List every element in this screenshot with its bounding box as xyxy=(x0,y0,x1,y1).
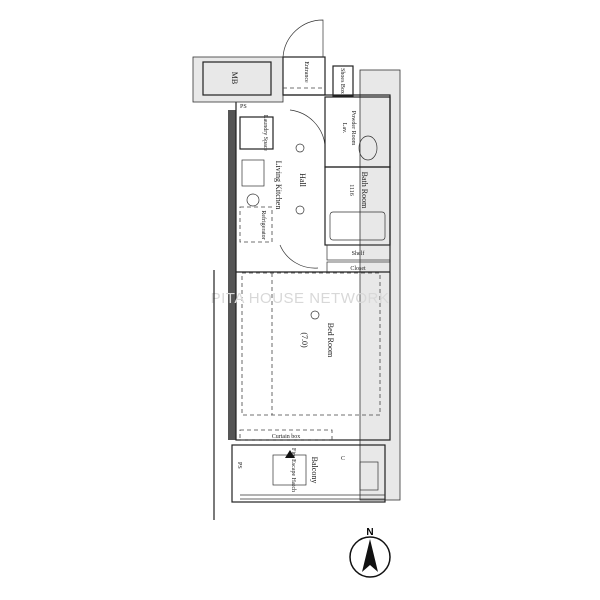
mb-box xyxy=(202,61,272,96)
toilet xyxy=(358,135,378,161)
curtain-box xyxy=(239,429,333,441)
outdoor-unit xyxy=(359,461,379,491)
bed-size: (7.0) xyxy=(300,332,309,348)
ps-balcony-label: PS xyxy=(236,462,242,469)
sink xyxy=(246,193,260,207)
curtain-box-label: Curtain box xyxy=(272,434,301,440)
compass-label: N xyxy=(366,527,373,538)
entrance-label: Entrance xyxy=(303,61,309,83)
closet-label: Closet xyxy=(350,266,366,272)
bathtub xyxy=(329,211,386,241)
bath-room-label: Bath Room xyxy=(360,172,369,209)
laundry-space xyxy=(239,116,274,150)
light-fixture xyxy=(310,310,320,320)
stove xyxy=(241,159,265,187)
bedroom-door-swing xyxy=(279,244,319,269)
laundry-label: Laundry Space xyxy=(262,115,268,151)
compass-arrow-icon xyxy=(362,539,378,572)
entrance-door-swing xyxy=(282,19,324,58)
left-hatched-wall xyxy=(228,110,236,440)
hall-door-swing xyxy=(289,109,326,146)
light-fixture xyxy=(295,205,305,215)
fire-escape-label: Fire Escape Hatch xyxy=(290,448,296,492)
ps-label: PS xyxy=(240,104,247,110)
c-label: C xyxy=(341,456,345,462)
hall-label: Hall xyxy=(298,173,307,188)
shoes-box xyxy=(332,65,354,97)
shelf xyxy=(326,244,391,261)
powder-room-label: Powder Room xyxy=(350,111,356,146)
bath-size: 1116 xyxy=(348,184,354,196)
north-compass: N xyxy=(349,527,391,578)
fire-escape-hatch xyxy=(272,454,307,486)
mb-label: MB xyxy=(230,72,239,84)
balcony xyxy=(231,444,386,503)
light-fixture xyxy=(295,143,305,153)
refrigerator-space xyxy=(239,206,273,243)
balcony-label: Balcony xyxy=(310,457,319,484)
kitchen-label: Living Kitchen xyxy=(274,161,283,210)
fire-escape-arrow xyxy=(285,450,295,458)
bed-room-label: Bed Room xyxy=(326,323,335,358)
lav-label: Lav. xyxy=(341,123,347,134)
compass-circle xyxy=(349,536,391,578)
watermark: PITA HOUSE NETWORK xyxy=(211,290,390,307)
shoes-box-label: Shoes Box xyxy=(339,68,345,94)
shelf-label: Shelf xyxy=(352,250,365,257)
refrigerator-label: Refrigerator xyxy=(260,210,267,239)
entrance xyxy=(282,56,326,96)
